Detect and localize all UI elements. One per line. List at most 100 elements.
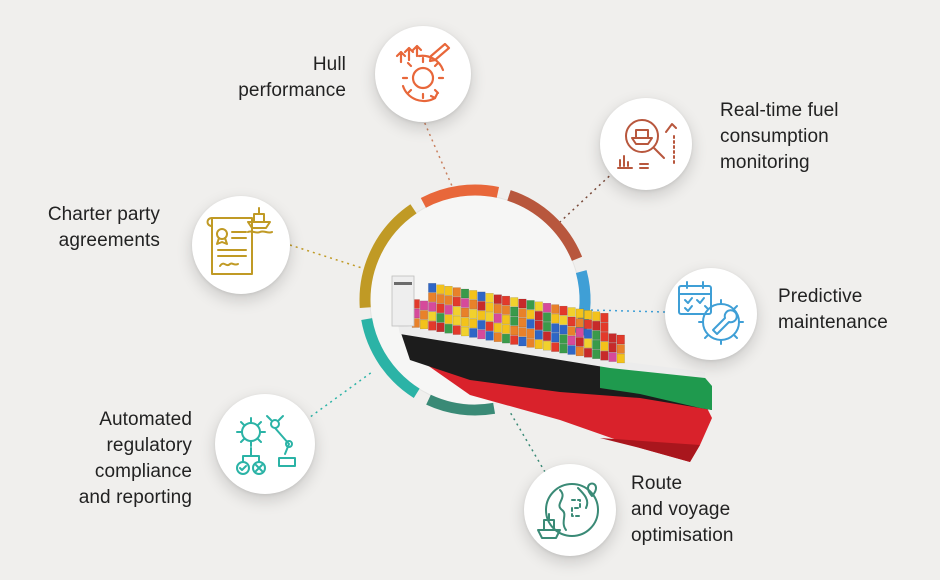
container-box	[485, 312, 494, 322]
ship-bridge-windows	[394, 282, 412, 285]
ship-underbody-shade	[600, 438, 700, 462]
container-box	[477, 329, 486, 340]
label-line: Charter party	[47, 204, 160, 225]
container-box	[526, 309, 535, 320]
container-box	[616, 334, 625, 345]
container-box	[493, 332, 502, 342]
container-box	[461, 317, 470, 327]
route-optimisation-label: Route and voyage optimisation	[631, 471, 791, 549]
ship-magnifier-chart-icon	[617, 119, 677, 169]
label-line: Hull	[312, 54, 346, 75]
container-box	[543, 303, 552, 313]
gear-robot-arm-icon	[236, 415, 296, 475]
container-box	[510, 335, 519, 345]
ring-segment-hull	[420, 184, 500, 208]
container-box	[526, 338, 535, 348]
container-box	[518, 336, 527, 347]
container-box	[543, 322, 552, 332]
container-box	[567, 307, 576, 317]
container-box	[559, 315, 568, 325]
label-line: maintenance	[778, 312, 888, 333]
label-line: Predictive	[778, 286, 863, 307]
container-box	[452, 287, 461, 297]
container-box	[428, 302, 437, 312]
container-box	[461, 298, 470, 308]
container-box	[510, 325, 519, 336]
hull-performance-circle[interactable]	[375, 26, 471, 122]
container-box	[428, 292, 437, 302]
calendar-gear-wrench-icon	[678, 281, 744, 345]
container-box	[461, 326, 470, 337]
ring-segment-compliance	[361, 318, 420, 398]
label-line: consumption	[720, 126, 829, 147]
container-box	[584, 338, 593, 348]
container-box	[567, 316, 576, 327]
container-box	[584, 310, 593, 320]
container-box	[534, 311, 543, 321]
ring-segment-fuel	[507, 190, 583, 261]
container-box	[485, 293, 494, 303]
predictive-maintenance-circle[interactable]	[665, 268, 757, 360]
charter-party-circle[interactable]	[192, 196, 290, 294]
regulatory-compliance-circle[interactable]	[215, 394, 315, 494]
container-box	[493, 323, 502, 333]
container-box	[510, 316, 519, 326]
container-box	[559, 305, 568, 316]
container-box	[444, 324, 453, 334]
container-box	[551, 332, 560, 343]
fuel-monitoring-circle[interactable]	[600, 98, 692, 190]
container-box	[592, 340, 601, 350]
container-box	[428, 311, 437, 321]
container-box	[510, 306, 519, 317]
hull-performance-label: Hull performance	[206, 52, 346, 104]
container-box	[567, 335, 576, 346]
container-box	[436, 303, 445, 313]
connector-hull	[419, 111, 453, 187]
container-box	[502, 333, 511, 344]
container-box	[600, 322, 609, 332]
container-box	[485, 302, 494, 312]
container-box	[551, 342, 560, 352]
label-line: Route	[631, 473, 683, 494]
container-box	[526, 328, 535, 339]
connector-maint	[589, 309, 666, 313]
container-box	[600, 313, 609, 323]
container-box	[551, 313, 560, 324]
route-optimisation-circle[interactable]	[524, 464, 616, 556]
container-box	[567, 326, 576, 336]
container-box	[567, 345, 576, 355]
container-box	[543, 331, 552, 341]
container-box	[575, 318, 584, 328]
container-box	[575, 337, 584, 347]
container-box	[493, 313, 502, 323]
container-box	[493, 294, 502, 304]
container-box	[452, 315, 461, 326]
charter-party-label: Charter party agreements	[20, 202, 160, 254]
label-line: agreements	[58, 230, 160, 251]
regulatory-compliance-label: Automated regulatory compliance and repo…	[40, 407, 192, 511]
container-box	[452, 296, 461, 307]
container-box	[493, 304, 502, 314]
label-line: compliance	[94, 461, 192, 482]
container-box	[420, 310, 429, 320]
container-box	[477, 310, 486, 321]
container-box	[518, 317, 527, 328]
container-box	[616, 344, 625, 354]
container-box	[469, 299, 478, 310]
container-box	[584, 319, 593, 329]
container-box	[600, 351, 609, 361]
container-box	[526, 319, 535, 329]
container-box	[502, 314, 511, 325]
container-box	[436, 294, 445, 304]
container-box	[485, 331, 494, 341]
ring-segment-charter	[359, 204, 417, 309]
container-box	[600, 341, 609, 351]
contract-ship-icon	[206, 207, 273, 275]
label-line: and reporting	[78, 487, 192, 508]
container-box	[518, 308, 527, 318]
container-box	[420, 300, 429, 311]
container-box	[534, 301, 543, 311]
container-box	[444, 305, 453, 315]
